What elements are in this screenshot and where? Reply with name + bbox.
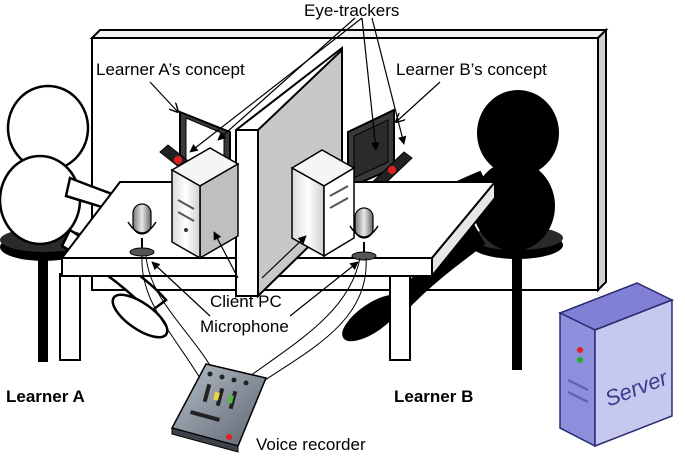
server-led-red bbox=[577, 347, 583, 353]
annotation-arrows bbox=[149, 17, 441, 317]
label-concept-b: Learner B’s concept bbox=[396, 60, 547, 79]
voice-recorder-device bbox=[170, 363, 268, 453]
server-box bbox=[558, 282, 674, 448]
label-microphone: Microphone bbox=[200, 317, 289, 336]
label-eye-trackers: Eye-trackers bbox=[304, 1, 399, 20]
label-client-pc: Client PC bbox=[210, 292, 282, 311]
client-pc-right bbox=[290, 149, 356, 258]
label-concept-a: Learner A’s concept bbox=[96, 60, 245, 79]
microphone-cables bbox=[141, 255, 367, 383]
label-voice-recorder: Voice recorder bbox=[256, 435, 366, 454]
client-pc-left bbox=[170, 147, 240, 260]
server-led-green bbox=[577, 357, 583, 363]
microphone-right bbox=[349, 207, 379, 261]
label-learner-a: Learner A bbox=[6, 387, 85, 406]
microphone-left bbox=[127, 203, 157, 257]
label-learner-b: Learner B bbox=[394, 387, 473, 406]
